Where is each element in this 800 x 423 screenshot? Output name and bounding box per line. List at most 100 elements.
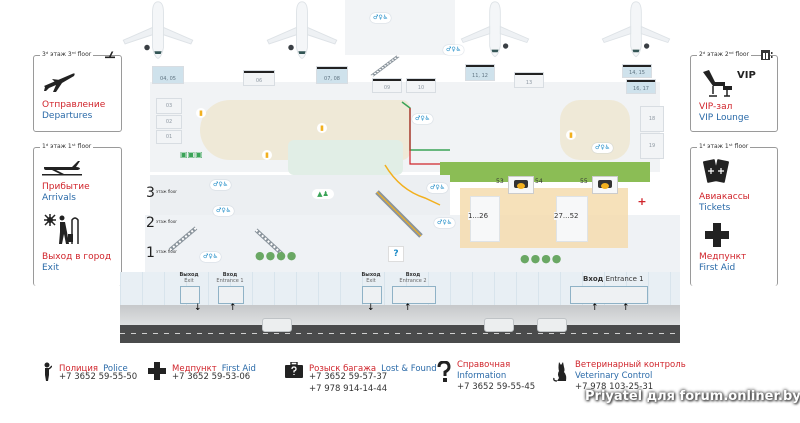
label-ru: Медпункт xyxy=(699,252,747,262)
label-en: VIP Lounge xyxy=(699,113,750,123)
label-en: Arrivals xyxy=(42,193,76,203)
bus-icon xyxy=(537,318,567,332)
phone: +7 3652 59-57-37 xyxy=(309,372,388,382)
gate-label: 19 xyxy=(648,143,656,149)
legend-caption: 3ᵈ этаж 3ʳᵈ floor xyxy=(40,50,94,60)
entrance-arrow-icon: ↑ xyxy=(622,303,630,313)
elevator-icon xyxy=(761,50,773,60)
first-aid-icon xyxy=(705,223,729,247)
legend-item-exit: Выход в город Exit xyxy=(42,252,111,274)
gate-01: 01 xyxy=(156,130,182,144)
waiting-seats-icon: ▣▣▣ xyxy=(180,150,203,159)
watermark: Priyatel для forum.onliner.by xyxy=(585,389,800,404)
restroom-icon[interactable]: ♂♀♿ xyxy=(427,183,449,193)
gate-13: 13 xyxy=(514,72,544,88)
legend-item-tickets: Авиакассы Tickets xyxy=(699,192,750,214)
floor-2-band xyxy=(150,175,450,215)
label-ru: Выход в город xyxy=(42,252,112,262)
lost-luggage-icon xyxy=(285,362,303,378)
question-icon xyxy=(437,361,451,382)
gate-04-05: 04, 05 xyxy=(152,66,184,84)
label-en: Departures xyxy=(42,111,93,121)
phone: +7 978 914-14-44 xyxy=(309,384,388,394)
gate-11-12: 11, 12 xyxy=(465,64,495,81)
trees: ●●●● xyxy=(255,249,298,262)
entrance-2-door[interactable] xyxy=(392,286,436,304)
phone: +7 978 103-25-31 xyxy=(575,382,654,392)
gate-07-08: 07, 08 xyxy=(316,66,348,84)
gate-label: 18 xyxy=(648,116,656,122)
exit-arrow-icon: ↓ xyxy=(194,303,202,313)
exit-door-2[interactable] xyxy=(362,286,382,304)
legend-1st-floor-right: 1ᵈ этаж 1ˢᵗ floor Авиакассы Tickets Медп… xyxy=(690,142,778,286)
restroom-icon[interactable]: ♂♀♿ xyxy=(370,13,392,23)
entrance-arrow-icon: ↑ xyxy=(591,303,599,313)
security-zone xyxy=(288,140,403,175)
legend-1st-floor-left: 1ᵈ этаж 1ˢᵗ floor Прибытие Arrivals Выхо… xyxy=(33,142,122,286)
legend-item-arrivals: Прибытие Arrivals xyxy=(42,182,90,204)
cafe-icon[interactable]: ▮ xyxy=(317,123,327,133)
label-ru: Полиция xyxy=(59,364,98,374)
restroom-icon[interactable]: ♂♀♿ xyxy=(443,45,465,55)
info-desk-icon[interactable]: ? xyxy=(388,246,404,262)
belt-53-label: 53 xyxy=(496,178,504,185)
label-ru: Авиакассы xyxy=(699,192,750,202)
road xyxy=(120,325,680,343)
departure-plane-icon xyxy=(44,73,75,92)
gate-label: 13 xyxy=(525,80,533,86)
restroom-icon[interactable]: ♂♀♿ xyxy=(210,180,232,190)
restroom-icon[interactable]: ♂♀♿ xyxy=(213,206,235,216)
gate-label: 01 xyxy=(165,134,173,140)
phone: +7 3652 59-55-50 xyxy=(59,372,138,382)
floor-2-marker: 2 xyxy=(146,215,155,231)
gate-label: 03 xyxy=(165,103,173,109)
entrance-1-door[interactable] xyxy=(218,286,244,304)
restroom-icon[interactable]: ♂♀♿ xyxy=(592,143,614,153)
escalator-icon xyxy=(254,228,284,256)
restroom-icon[interactable]: ♂♀♿ xyxy=(434,218,456,228)
exit-door-1[interactable] xyxy=(180,286,200,304)
airplane-icon xyxy=(601,1,671,58)
entrance-arrow-icon: ↑ xyxy=(229,303,237,313)
gate-label: 14, 15 xyxy=(629,70,645,76)
gate-16-17: 16, 17 xyxy=(626,79,656,94)
cafe-icon[interactable]: ▮ xyxy=(566,130,576,140)
gate-label: 06 xyxy=(255,78,263,84)
route-lines xyxy=(384,101,450,206)
gate-03: 03 xyxy=(156,98,182,114)
gate-06: 06 xyxy=(243,70,275,86)
label-en: Exit xyxy=(42,263,60,273)
escalator-icon xyxy=(375,190,423,238)
escalator-icon xyxy=(168,226,198,252)
restroom-icon[interactable]: ♂♀♿ xyxy=(200,252,222,262)
legend-2nd-floor: 2ᵈ этаж 2ⁿᵈ floor VIP VIP-зал VIP Lounge xyxy=(690,50,778,132)
first-aid-map-icon[interactable]: + xyxy=(636,195,648,208)
prayer-room-icon: ▲♟ xyxy=(312,189,334,199)
road-markings xyxy=(120,333,680,334)
legend-3rd-floor: 3ᵈ этаж 3ʳᵈ floor Отправление Departures xyxy=(33,50,122,132)
arrival-plane-icon xyxy=(42,161,82,176)
exit-arrow-icon: ↓ xyxy=(367,303,375,313)
police-icon xyxy=(44,362,52,381)
gate-label: 16, 17 xyxy=(633,86,649,92)
floor-1-label: этаж floor xyxy=(156,249,177,254)
floor-3-label: этаж floor xyxy=(156,189,177,194)
trees: ●●●● xyxy=(520,252,563,265)
belt-55-label: 55 xyxy=(580,178,588,185)
label-ru: Отправление xyxy=(42,100,106,110)
restroom-icon[interactable]: ♂♀♿ xyxy=(412,114,434,124)
gate-label: 07, 08 xyxy=(324,76,340,82)
first-aid-icon xyxy=(148,362,166,380)
cafe-icon[interactable]: ▮ xyxy=(262,150,272,160)
label-en: Police xyxy=(103,364,128,374)
gate-19: 19 xyxy=(640,133,664,159)
airplane-icon xyxy=(122,1,194,60)
cafe-icon[interactable]: ▮ xyxy=(196,108,206,118)
escalator-icon xyxy=(370,55,400,77)
main-entrance-door[interactable] xyxy=(570,286,648,304)
gate-label: 04, 05 xyxy=(160,76,176,82)
checkin-counters-a: 1...26 xyxy=(468,212,489,220)
phone: +7 3652 59-53-06 xyxy=(172,372,251,382)
